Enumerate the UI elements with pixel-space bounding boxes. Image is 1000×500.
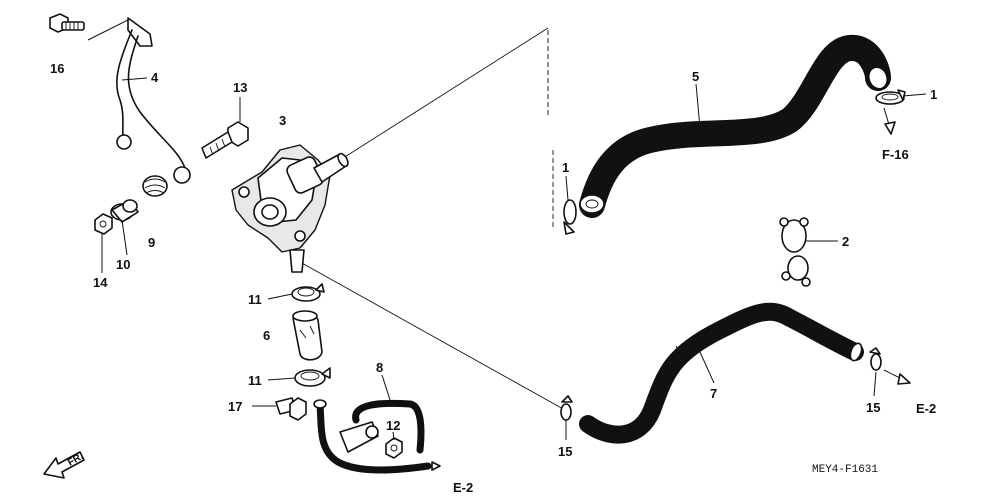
callout-15-left[interactable]: 15 — [558, 444, 572, 459]
callout-labels: 16 4 13 3 9 10 14 11 6 11 8 17 12 5 1 1 … — [50, 61, 937, 459]
callout-9[interactable]: 9 — [148, 235, 155, 250]
wire-stay-4[interactable] — [87, 17, 191, 184]
clip-1-right[interactable] — [875, 89, 906, 105]
callout-17[interactable]: 17 — [228, 399, 242, 414]
drawing-code: MEY4-F1631 — [812, 464, 878, 476]
callout-5[interactable]: 5 — [692, 69, 699, 84]
callout-15-right[interactable]: 15 — [866, 400, 880, 415]
front-direction-marker: FR. — [43, 451, 86, 479]
callout-1-left[interactable]: 1 — [562, 160, 569, 175]
callout-3[interactable]: 3 — [279, 113, 286, 128]
f16-arrow — [883, 107, 896, 135]
callout-16[interactable]: 16 — [50, 61, 64, 76]
clamp-2[interactable] — [779, 217, 811, 287]
hose-7[interactable] — [579, 302, 864, 444]
hose-6[interactable] — [292, 310, 323, 361]
callout-11-upper[interactable]: 11 — [248, 292, 262, 307]
clip-11-lower[interactable] — [294, 367, 331, 387]
callout-11-lower[interactable]: 11 — [248, 373, 262, 388]
reference-labels: F-16 E-2 E-2 — [453, 147, 936, 495]
callout-13[interactable]: 13 — [233, 80, 247, 95]
pipe-8[interactable] — [313, 374, 432, 474]
e2-arrow-right — [883, 369, 911, 385]
guide-lines — [299, 27, 566, 411]
e2-arrow-bottom — [414, 461, 441, 471]
air-valve-3[interactable] — [231, 144, 350, 273]
clip-11-upper[interactable] — [291, 283, 325, 302]
front-marker-label: FR. — [66, 451, 86, 469]
callout-1-right[interactable]: 1 — [930, 87, 937, 102]
callout-10[interactable]: 10 — [116, 257, 130, 272]
callout-12[interactable]: 12 — [386, 418, 400, 433]
bolt-13[interactable] — [201, 121, 249, 159]
callout-7[interactable]: 7 — [710, 386, 717, 401]
ref-e2-bottom[interactable]: E-2 — [453, 480, 473, 495]
leader-lines — [101, 77, 927, 441]
callout-2[interactable]: 2 — [842, 234, 849, 249]
bolt-17[interactable] — [252, 397, 307, 421]
callout-8[interactable]: 8 — [376, 360, 383, 375]
callout-14[interactable]: 14 — [93, 275, 108, 290]
clip-15-left[interactable] — [560, 395, 573, 421]
clip-1-left[interactable] — [563, 199, 577, 235]
ref-e2-right[interactable]: E-2 — [916, 401, 936, 416]
nut-12[interactable] — [385, 437, 403, 459]
nut-14[interactable] — [94, 213, 113, 235]
bolt-16[interactable] — [49, 13, 85, 33]
spring-9[interactable] — [142, 175, 168, 197]
callout-6[interactable]: 6 — [263, 328, 270, 343]
collar-10[interactable] — [110, 199, 139, 223]
callout-4[interactable]: 4 — [151, 70, 159, 85]
ref-f16[interactable]: F-16 — [882, 147, 909, 162]
hose-5[interactable] — [579, 35, 891, 218]
clip-15-right[interactable] — [869, 347, 882, 371]
